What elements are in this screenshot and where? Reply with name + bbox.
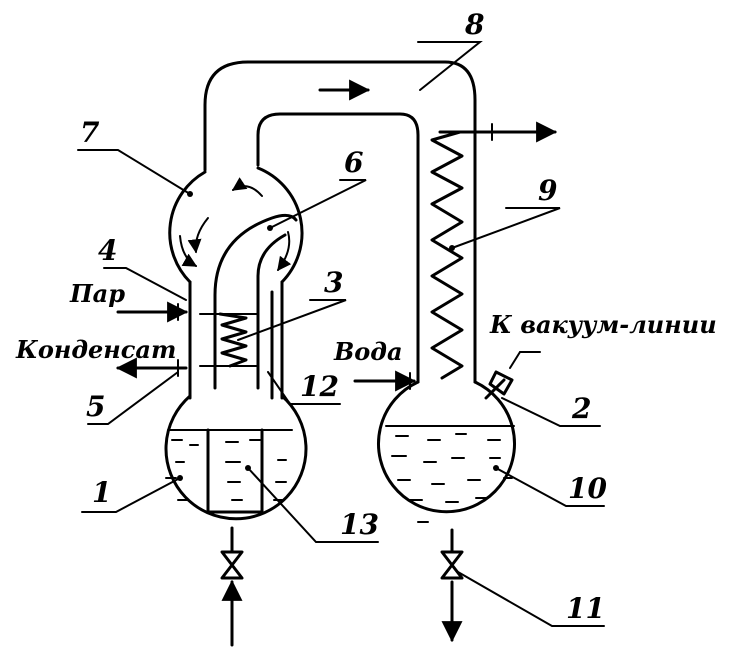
label-4: 4 — [98, 234, 117, 267]
vapor-pipe — [203, 60, 477, 384]
number-labels: 1 2 3 4 5 6 7 8 9 10 11 12 13 — [80, 8, 607, 625]
vacuum-line-label: К вакуум-линии — [489, 310, 717, 339]
steam-label: Пар — [69, 279, 125, 308]
text-labels: Пар Конденсат Вода К вакуум-линии — [15, 279, 717, 366]
label-7: 7 — [80, 116, 100, 149]
water-label: Вода — [333, 337, 403, 366]
label-10: 10 — [568, 472, 607, 505]
vacuum-valve — [488, 370, 514, 396]
label-5: 5 — [86, 390, 105, 423]
condenser — [353, 121, 558, 392]
label-1: 1 — [92, 476, 111, 509]
drain-valve-right — [440, 550, 464, 580]
heating-chamber — [115, 280, 284, 400]
heating-coil — [218, 312, 248, 368]
condensate-label: Конденсат — [15, 335, 176, 364]
label-8: 8 — [464, 8, 484, 41]
circulation-arrow — [277, 231, 292, 272]
circulation-arrow — [231, 177, 263, 197]
receiver-flask — [377, 351, 541, 643]
label-12: 12 — [300, 370, 339, 403]
drain-valve-left — [220, 550, 244, 580]
leader-lines — [77, 41, 605, 627]
liquid-dashes — [165, 439, 287, 501]
liquid-dashes — [391, 433, 513, 523]
evaporator-flask — [164, 394, 308, 647]
label-6: 6 — [344, 146, 363, 179]
circulation-arrow — [187, 217, 209, 254]
label-3: 3 — [324, 266, 343, 299]
separator — [168, 166, 304, 390]
condenser-coil — [430, 130, 464, 380]
circulation-arrow — [179, 235, 198, 267]
label-9: 9 — [538, 174, 557, 207]
label-13: 13 — [340, 508, 379, 541]
label-11: 11 — [566, 592, 605, 625]
label-2: 2 — [571, 392, 591, 425]
